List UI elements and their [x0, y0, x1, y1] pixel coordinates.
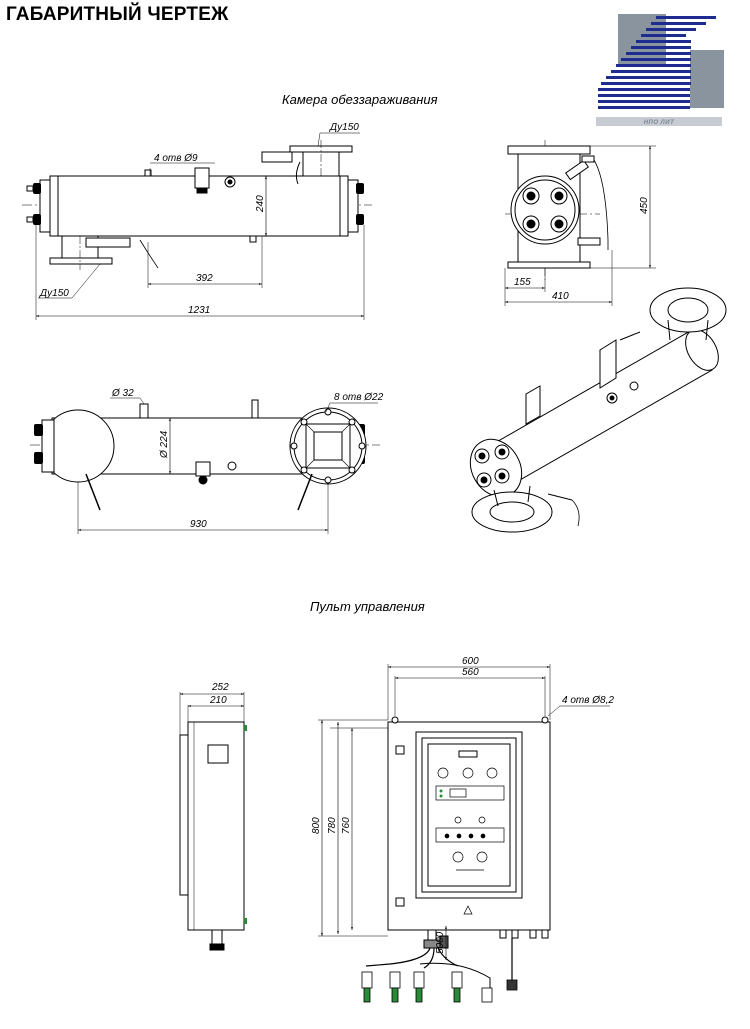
logo-block-right — [690, 50, 724, 108]
lamp-connectors-left — [33, 183, 364, 225]
logo-block-left — [618, 14, 666, 64]
dim-width-560: 560 — [462, 667, 479, 678]
dim-depth-210: 210 — [209, 695, 227, 706]
dim-width-600: 600 — [462, 656, 479, 667]
chamber-isometric-view — [469, 287, 727, 533]
dim-height-240: 240 — [255, 195, 266, 213]
dim-height-780: 780 — [327, 817, 338, 834]
page-title: ГАБАРИТНЫЙ ЧЕРТЕЖ — [6, 4, 229, 25]
dim-dia-224: Ø 224 — [159, 430, 170, 459]
dim-flange-bottom: Ду150 — [39, 288, 69, 299]
dim-length-1231: 1231 — [188, 305, 210, 316]
dim-side-155: 155 — [514, 277, 531, 288]
section-title-chamber: Камера обеззараживания — [282, 92, 438, 107]
logo-stripes — [598, 16, 716, 109]
chamber-side-view — [504, 140, 656, 306]
dim-length-392: 392 — [196, 273, 213, 284]
dim-holes-flange: 8 отв Ø22 — [334, 392, 384, 403]
side-lamp-sockets — [522, 187, 568, 233]
dim-panel-holes: 4 отв Ø8,2 — [562, 695, 614, 706]
iso-lamp-sockets — [474, 444, 510, 488]
chamber-top-view — [30, 397, 380, 534]
lamp-cable-plugs — [361, 971, 518, 1003]
panel-indicators — [435, 767, 505, 871]
dim-cable-5000: 5000 — [435, 931, 446, 954]
dim-dia-32: Ø 32 — [111, 388, 134, 399]
dim-side-410: 410 — [552, 291, 569, 302]
panel-side-view — [179, 692, 247, 951]
chamber-front-view — [22, 132, 372, 320]
panel-front-view — [318, 664, 610, 1003]
dim-depth-252: 252 — [211, 682, 229, 693]
dim-length-930: 930 — [190, 519, 207, 530]
dim-holes-top: 4 отв Ø9 — [154, 153, 198, 164]
section-title-panel: Пульт управления — [310, 599, 425, 614]
dim-flange-top: Ду150 — [329, 122, 359, 133]
company-logo: НПО ЛИТ — [596, 14, 726, 126]
dim-height-800: 800 — [311, 817, 322, 834]
dim-side-height-450: 450 — [639, 197, 650, 214]
dim-height-760: 760 — [341, 817, 352, 834]
logo-caption: НПО ЛИТ — [644, 120, 675, 126]
